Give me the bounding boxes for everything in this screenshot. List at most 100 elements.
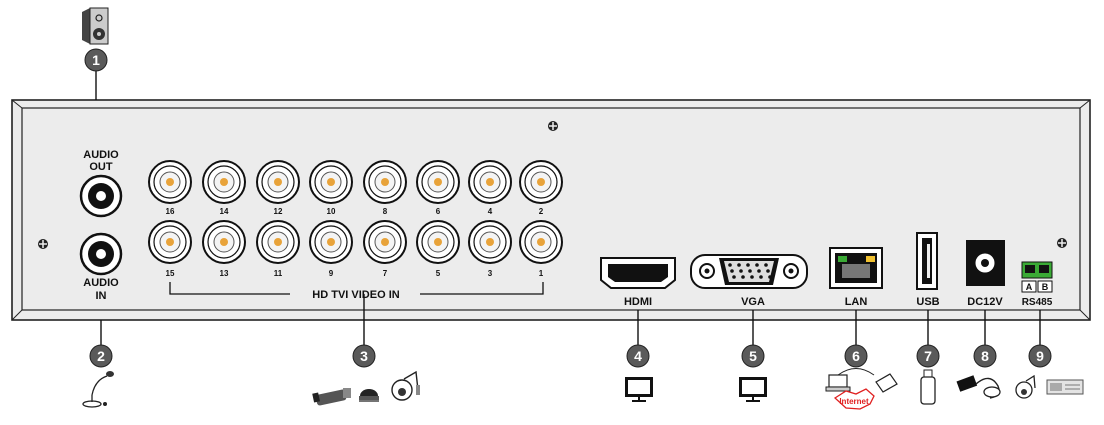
bnc-channel-number: 12	[274, 207, 283, 216]
video-in-label: HD TVI VIDEO IN	[312, 289, 399, 301]
usb-label: USB	[916, 296, 939, 308]
monitor-icon	[625, 377, 653, 402]
hdmi-label: HDMI	[624, 296, 652, 308]
bnc-channel-number: 16	[166, 207, 175, 216]
bnc-connector[interactable]	[416, 160, 460, 204]
vga-pin	[768, 275, 772, 279]
bnc-channel-number: 11	[274, 269, 283, 278]
bnc-connector[interactable]	[256, 220, 300, 264]
bnc-channel-number: 8	[383, 207, 388, 216]
bnc-connector[interactable]	[309, 220, 353, 264]
vga-pin	[730, 269, 734, 273]
callout-leaders	[95, 70, 1041, 345]
rs485-label: RS485	[1022, 297, 1053, 308]
bnc-connector[interactable]	[363, 220, 407, 264]
callout-number: 5	[749, 348, 757, 364]
bnc-connector[interactable]	[468, 220, 512, 264]
bnc-connector[interactable]	[148, 220, 192, 264]
vga-port[interactable]	[690, 254, 808, 289]
bnc-channel-number: 14	[220, 207, 229, 216]
rear-panel	[11, 99, 1091, 321]
vga-pin	[750, 275, 754, 279]
lan-port[interactable]	[829, 247, 883, 289]
network-icon: Internet	[825, 368, 898, 410]
vga-pin	[739, 269, 743, 273]
cameras-icon	[312, 370, 420, 406]
screw-icon	[1057, 238, 1067, 248]
usb-drive-icon	[920, 369, 936, 405]
rs485-b-label: B	[1042, 282, 1049, 292]
usb-port[interactable]	[916, 232, 938, 290]
bnc-channel-number: 5	[436, 269, 441, 278]
bnc-connector[interactable]	[468, 160, 512, 204]
vga-pin	[728, 263, 732, 267]
audio-in-jack[interactable]	[79, 232, 123, 276]
callout-number: 3	[360, 348, 368, 364]
audio-out-jack[interactable]	[79, 174, 123, 218]
callout-number: 9	[1036, 348, 1044, 364]
callout-number: 7	[924, 348, 932, 364]
callout-7: 7	[916, 344, 940, 368]
vga-pin	[732, 275, 736, 279]
bnc-connector[interactable]	[519, 160, 563, 204]
bnc-connector[interactable]	[202, 160, 246, 204]
callout-number: 8	[981, 348, 989, 364]
bnc-connector[interactable]	[148, 160, 192, 204]
bnc-channel-number: 10	[327, 207, 336, 216]
callout-4: 4	[626, 344, 650, 368]
hdmi-port[interactable]	[600, 257, 676, 289]
speaker-icon	[82, 7, 109, 45]
vga-pin	[764, 263, 768, 267]
bnc-channel-number: 9	[329, 269, 334, 278]
callout-6: 6	[844, 344, 868, 368]
svg-text:AUDIO: AUDIO	[83, 277, 119, 289]
bnc-connectors: 16 14 12 10 8 6 4 2 15 13 11 9 7 5 3 1	[148, 160, 563, 278]
vga-pin	[766, 269, 770, 273]
power-adapter-icon	[956, 375, 1001, 399]
lan-label: LAN	[845, 296, 868, 308]
bnc-connector[interactable]	[519, 220, 563, 264]
dc-power-port[interactable]	[966, 240, 1005, 286]
bnc-connector[interactable]	[256, 160, 300, 204]
callout-number: 1	[92, 52, 100, 68]
bnc-channel-number: 6	[436, 207, 441, 216]
callout-9: 9	[1028, 344, 1052, 368]
callout-number: 4	[634, 348, 642, 364]
vga-pin	[737, 263, 741, 267]
bnc-connector[interactable]	[309, 160, 353, 204]
svg-text:AUDIO: AUDIO	[83, 149, 119, 161]
callout-number: 2	[97, 348, 105, 364]
vga-label: VGA	[741, 296, 765, 308]
callout-8: 8	[973, 344, 997, 368]
callout-5: 5	[741, 344, 765, 368]
callout-number: 6	[852, 348, 860, 364]
bnc-connector[interactable]	[363, 160, 407, 204]
bnc-connector[interactable]	[416, 220, 460, 264]
internet-label: Internet	[839, 397, 869, 406]
monitor-icon	[739, 377, 767, 402]
bnc-channel-number: 2	[539, 207, 544, 216]
vga-pin	[746, 263, 750, 267]
bnc-channel-number: 4	[488, 207, 493, 216]
audio-out-label: AUDIO OUT	[83, 149, 119, 173]
svg-text:IN: IN	[96, 290, 107, 302]
vga-pin	[759, 275, 763, 279]
bnc-channel-number: 1	[539, 269, 544, 278]
bnc-channel-number: 15	[166, 269, 175, 278]
vga-pin	[748, 269, 752, 273]
callout-2: 2	[89, 344, 113, 368]
dc-label: DC12V	[967, 296, 1003, 308]
callout-3: 3	[352, 344, 376, 368]
bnc-channel-number: 3	[488, 269, 493, 278]
bnc-connector[interactable]	[202, 220, 246, 264]
screw-icon	[38, 239, 48, 249]
callout-1: 1	[84, 48, 108, 72]
vga-pin	[741, 275, 745, 279]
rs485-port[interactable]	[1021, 261, 1053, 293]
svg-text:OUT: OUT	[89, 161, 113, 173]
bnc-channel-number: 13	[220, 269, 229, 278]
audio-in-label: AUDIO IN	[83, 277, 119, 302]
bnc-channel-number: 7	[383, 269, 388, 278]
